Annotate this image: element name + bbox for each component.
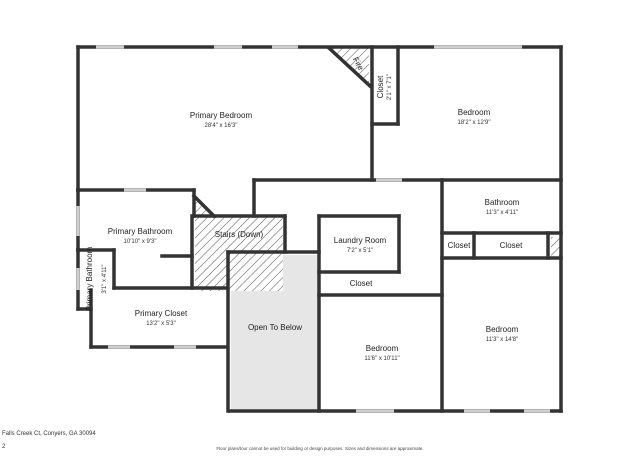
open-to-below-label: Open To Below <box>248 323 302 332</box>
stairs-area <box>195 217 283 291</box>
laundry-label: Laundry Room <box>334 236 387 245</box>
closet-b-label: Closet <box>500 241 523 250</box>
closet-a-label: Closet <box>448 241 471 250</box>
windows <box>76 45 550 413</box>
primary-bathroom-small-label: Primary Bathroom <box>85 246 94 311</box>
primary-closet-label: Primary Closet <box>135 309 188 318</box>
bathroom-dim: 11'3" x 4'11" <box>486 210 518 216</box>
address-text: Falls Creek Ct, Conyers, GA 30094 <box>2 431 96 437</box>
bedroom-right-label: Bedroom <box>486 325 519 334</box>
primary-closet-dim: 13'2" x 5'3" <box>146 321 176 327</box>
primary-bathroom-label: Primary Bathroom <box>108 227 173 236</box>
bedroom-middle-label: Bedroom <box>366 344 399 353</box>
page-number: 2 <box>2 444 6 450</box>
primary-bathroom-small-dim: 3'1" x 4'11" <box>102 264 108 293</box>
disclaimer-text: Floor plans/tour cannot be used for buil… <box>216 446 424 451</box>
closet-top-dim: 2'1" x 7'1" <box>387 74 393 100</box>
closet-top-label: Closet <box>376 75 385 98</box>
closet-hatch <box>551 237 560 256</box>
bedroom-middle-dim: 11'6" x 10'11" <box>364 356 399 362</box>
bedroom-top-dim: 18'2" x 12'9" <box>458 120 491 126</box>
bedroom-right-dim: 11'3" x 14'8" <box>486 337 518 343</box>
primary-bathroom-dim: 10'10" x 9'3" <box>124 239 157 245</box>
bedroom-top-label: Bedroom <box>458 108 491 117</box>
stairs-label: Stairs (Down) <box>215 230 264 239</box>
closet-laundry-label: Closet <box>350 279 373 288</box>
laundry-dim: 7'2" x 5'1" <box>347 248 373 254</box>
primary-bedroom-dim: 28'4" x 16'3" <box>205 123 238 129</box>
bathroom-label: Bathroom <box>485 198 520 207</box>
primary-bedroom-label: Primary Bedroom <box>190 111 253 120</box>
